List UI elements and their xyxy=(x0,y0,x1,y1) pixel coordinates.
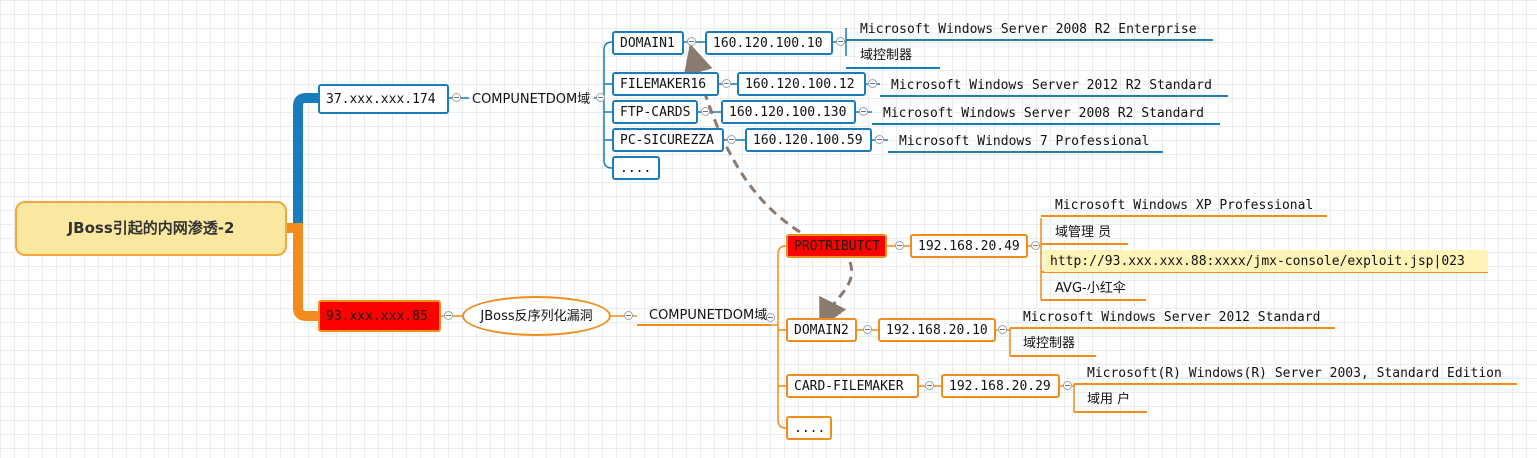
host-ip[interactable]: 160.120.100.12 xyxy=(737,72,866,96)
collapse-toggle[interactable] xyxy=(596,93,605,102)
collapse-toggle[interactable] xyxy=(875,135,884,144)
collapse-toggle[interactable] xyxy=(1063,381,1072,390)
host-ip[interactable]: 160.120.100.59 xyxy=(745,128,872,152)
host-detail: 域管理 员 xyxy=(1055,224,1112,240)
blue-branch-domain[interactable]: COMPUNETDOM域 xyxy=(472,91,591,107)
vulnerability-node[interactable]: JBoss反序列化漏洞 xyxy=(462,296,611,336)
collapse-toggle[interactable] xyxy=(701,107,710,116)
orange-branch-domain[interactable]: COMPUNETDOM域 xyxy=(649,307,768,323)
collapse-toggle[interactable] xyxy=(868,79,877,88)
collapse-toggle[interactable] xyxy=(998,325,1007,334)
host-detail: Microsoft Windows Server 2012 Standard xyxy=(1023,309,1321,325)
collapse-toggle[interactable] xyxy=(624,311,633,320)
host-ip[interactable]: 192.168.20.49 xyxy=(910,234,1028,258)
orange-branch-ip[interactable]: 93.xxx.xxx.85 xyxy=(318,300,441,332)
host-ip[interactable]: 160.120.100.130 xyxy=(721,100,856,124)
collapse-toggle[interactable] xyxy=(766,313,775,322)
collapse-toggle[interactable] xyxy=(859,107,868,116)
host-detail: Microsoft Windows Server 2012 R2 Standar… xyxy=(891,77,1212,93)
more-hosts[interactable]: .... xyxy=(786,416,832,440)
collapse-toggle[interactable] xyxy=(687,37,696,46)
collapse-toggle[interactable] xyxy=(444,311,453,320)
host-name[interactable]: PC-SICUREZZA xyxy=(612,128,724,152)
collapse-toggle[interactable] xyxy=(925,381,934,390)
collapse-toggle[interactable] xyxy=(722,79,731,88)
host-name[interactable]: FILEMAKER16 xyxy=(612,72,719,96)
host-name[interactable]: DOMAIN1 xyxy=(612,31,684,55)
host-ip[interactable]: 192.168.20.10 xyxy=(878,318,996,342)
host-detail: 域用 户 xyxy=(1087,391,1131,407)
collapse-toggle[interactable] xyxy=(452,93,461,102)
host-name[interactable]: PROTRIBUTCT xyxy=(786,234,887,258)
host-detail: 域控制器 xyxy=(1023,335,1076,351)
host-detail-exploit-url: http://93.xxx.xxx.88:xxxx/jmx-console/ex… xyxy=(1044,250,1488,272)
host-name[interactable]: DOMAIN2 xyxy=(786,318,857,342)
collapse-toggle[interactable] xyxy=(836,37,845,46)
blue-branch-ip[interactable]: 37.xxx.xxx.174 xyxy=(318,84,449,114)
host-detail: Microsoft Windows 7 Professional xyxy=(899,133,1150,149)
host-detail: 域控制器 xyxy=(860,47,913,63)
collapse-toggle[interactable] xyxy=(1031,241,1040,250)
root-topic[interactable]: JBoss引起的内网渗透-2 xyxy=(15,201,287,256)
host-ip[interactable]: 160.120.100.10 xyxy=(705,31,833,55)
host-ip[interactable]: 192.168.20.29 xyxy=(941,374,1060,398)
more-hosts[interactable]: .... xyxy=(612,156,660,180)
host-detail: Microsoft Windows Server 2008 R2 Enterpr… xyxy=(860,21,1197,37)
host-detail: Microsoft Windows XP Professional xyxy=(1055,197,1314,213)
collapse-toggle[interactable] xyxy=(863,325,872,334)
host-name[interactable]: FTP-CARDS xyxy=(612,100,698,124)
collapse-toggle[interactable] xyxy=(895,241,904,250)
host-detail: Microsoft Windows Server 2008 R2 Standar… xyxy=(883,105,1204,121)
collapse-toggle[interactable] xyxy=(727,135,736,144)
host-name[interactable]: CARD-FILEMAKER xyxy=(786,374,919,398)
host-detail: Microsoft(R) Windows(R) Server 2003, Sta… xyxy=(1087,365,1502,381)
host-detail: AVG-小红伞 xyxy=(1055,280,1126,296)
